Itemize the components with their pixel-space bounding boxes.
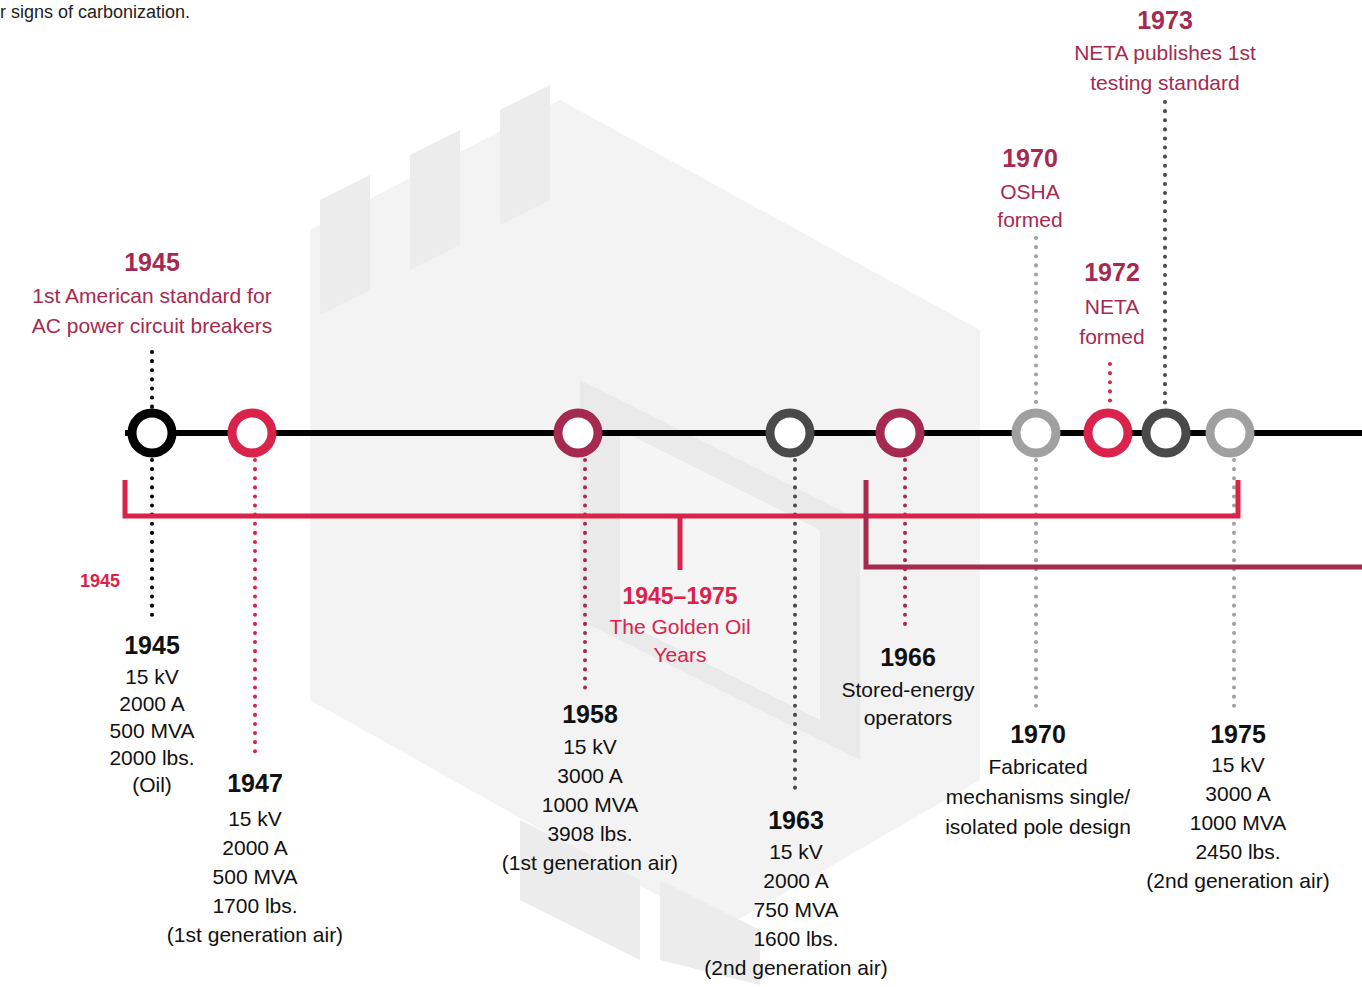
timeline-note: 2000 A xyxy=(681,868,911,894)
timeline-note: 2450 lbs. xyxy=(1123,839,1353,865)
timeline-note: 1700 lbs. xyxy=(140,893,370,919)
timeline-note: 15 kV xyxy=(1123,752,1353,778)
timeline-note: 1600 lbs. xyxy=(681,926,911,952)
timeline-note: 750 MVA xyxy=(681,897,911,923)
year-label: 1970 xyxy=(970,143,1090,173)
next-era-bracket xyxy=(866,480,1362,567)
timeline-note: (2nd generation air) xyxy=(681,955,911,981)
golden-oil-bracket xyxy=(125,480,1238,570)
timeline-note: NETA formed xyxy=(1072,292,1152,352)
timeline-note: Fabricated mechanisms single/ isolated p… xyxy=(931,752,1146,842)
timeline-note: Stored-energy operators xyxy=(823,676,993,732)
year-label: 1972 xyxy=(1052,257,1172,287)
timeline-note: (1st generation air) xyxy=(140,922,370,948)
leader-dots xyxy=(152,102,1234,792)
year-label: 1958 xyxy=(530,699,650,729)
timeline-note: NETA publishes 1st testing standard xyxy=(1045,38,1285,98)
timeline-markers xyxy=(132,413,1250,453)
timeline-note: The Golden Oil Years xyxy=(600,613,760,669)
year-label: 1973 xyxy=(1105,5,1225,35)
year-label: 1945 xyxy=(92,247,212,277)
timeline-note: 15 kV xyxy=(681,839,911,865)
timeline-note: 1000 MVA xyxy=(1123,810,1353,836)
breaker-watermark xyxy=(310,85,980,985)
timeline-note: r signs of carbonization. xyxy=(0,1,256,23)
timeline-note: 2000 A xyxy=(37,691,267,717)
year-label: 1963 xyxy=(736,805,856,835)
timeline-note: 15 kV xyxy=(37,664,267,690)
year-label: 1966 xyxy=(848,642,968,672)
timeline-note: (1st generation air) xyxy=(475,850,705,876)
timeline-note: 15 kV xyxy=(140,806,370,832)
year-label: 1947 xyxy=(195,768,315,798)
timeline-note: (2nd generation air) xyxy=(1123,868,1353,894)
timeline-note: 3000 A xyxy=(1123,781,1353,807)
year-label: 1945 xyxy=(65,570,135,592)
timeline-note: 3908 lbs. xyxy=(475,821,705,847)
timeline-note: 1000 MVA xyxy=(475,792,705,818)
timeline-note: 3000 A xyxy=(475,763,705,789)
timeline-note: 2000 A xyxy=(140,835,370,861)
year-label: 1945 xyxy=(92,630,212,660)
year-label: 1975 xyxy=(1178,719,1298,749)
timeline-note: 1st American standard for AC power circu… xyxy=(17,281,287,341)
year-label: 1945–1975 xyxy=(600,582,760,610)
timeline-note: OSHA formed xyxy=(990,178,1070,234)
timeline-note: 500 MVA xyxy=(37,718,267,744)
timeline-note: 500 MVA xyxy=(140,864,370,890)
year-label: 1970 xyxy=(978,719,1098,749)
timeline-note: 15 kV xyxy=(475,734,705,760)
timeline-note: 2000 lbs. xyxy=(37,745,267,771)
